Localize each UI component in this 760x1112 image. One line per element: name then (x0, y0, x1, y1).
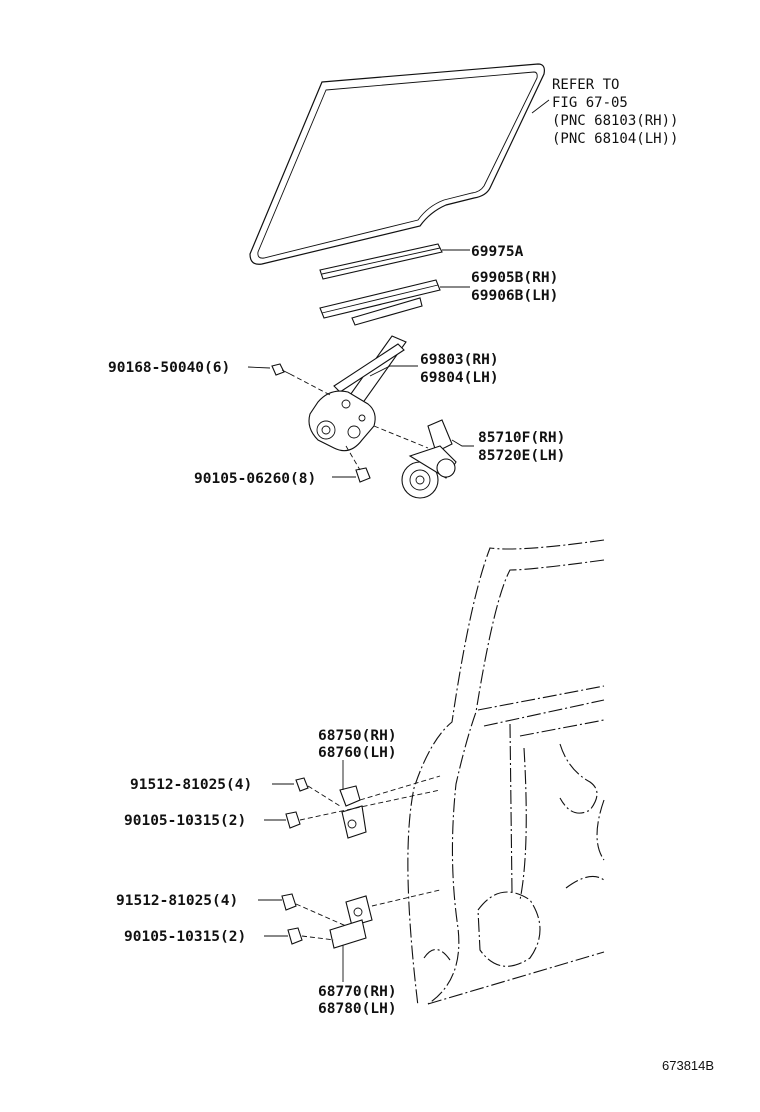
assembly-line (307, 785, 341, 807)
window-regulator (308, 335, 407, 452)
label-lower-hinge-rh: 68770(RH) (318, 984, 397, 1000)
lower-hinge (329, 895, 373, 949)
reference-line-1: REFER TO (552, 77, 619, 93)
reference-leader (531, 99, 550, 114)
bolt-icon (271, 363, 291, 376)
upper-hinge (339, 785, 367, 839)
glass-channel (319, 279, 441, 326)
leader-regulator (369, 365, 418, 377)
leader-motor (451, 439, 474, 447)
glass-run-channel (319, 243, 443, 280)
assembly-line (289, 373, 333, 397)
label-upper-hinge-lh: 68760(LH) (318, 745, 397, 761)
label-channel-lh: 69906B(LH) (471, 288, 558, 304)
assembly-line (295, 903, 347, 927)
assembly-line (359, 775, 441, 801)
door-outline (407, 539, 605, 1007)
bolt-icon (295, 777, 309, 792)
bolt-icon (281, 893, 297, 911)
label-bolt-regulator: 90168-50040(6) (108, 360, 230, 376)
leader-bolt-regulator (247, 366, 271, 369)
reference-line-4: (PNC 68104(LH)) (552, 131, 678, 147)
label-bolt-hinge-4: 90105-10315(2) (124, 929, 246, 945)
door-glass (249, 63, 545, 265)
bolt-icon (355, 467, 371, 483)
assembly-line (371, 889, 441, 907)
label-lower-hinge-lh: 68780(LH) (318, 1001, 397, 1017)
assembly-line (299, 789, 441, 821)
reference-line-2: FIG 67-05 (552, 95, 628, 111)
window-motor (401, 419, 457, 499)
label-upper-hinge-rh: 68750(RH) (318, 728, 397, 744)
label-bolt-hinge-1: 91512-81025(4) (130, 777, 252, 793)
assembly-line (345, 445, 361, 471)
label-motor-lh: 85720E(LH) (478, 448, 565, 464)
figure-code: 673814B (662, 1058, 714, 1073)
label-bolt-hinge-2: 90105-10315(2) (124, 813, 246, 829)
label-run-channel: 69975A (471, 244, 524, 260)
assembly-line (373, 425, 429, 449)
label-regulator-rh: 69803(RH) (420, 352, 499, 368)
reference-line-3: (PNC 68103(RH)) (552, 113, 678, 129)
label-motor-rh: 85710F(RH) (478, 430, 565, 446)
label-bolt-hinge-3: 91512-81025(4) (116, 893, 238, 909)
bolt-icon (285, 811, 301, 829)
label-regulator-lh: 69804(LH) (420, 370, 499, 386)
bolt-icon (287, 927, 303, 945)
assembly-line (301, 935, 335, 941)
label-bolt-motor: 90105-06260(8) (194, 471, 316, 487)
label-channel-rh: 69905B(RH) (471, 270, 558, 286)
